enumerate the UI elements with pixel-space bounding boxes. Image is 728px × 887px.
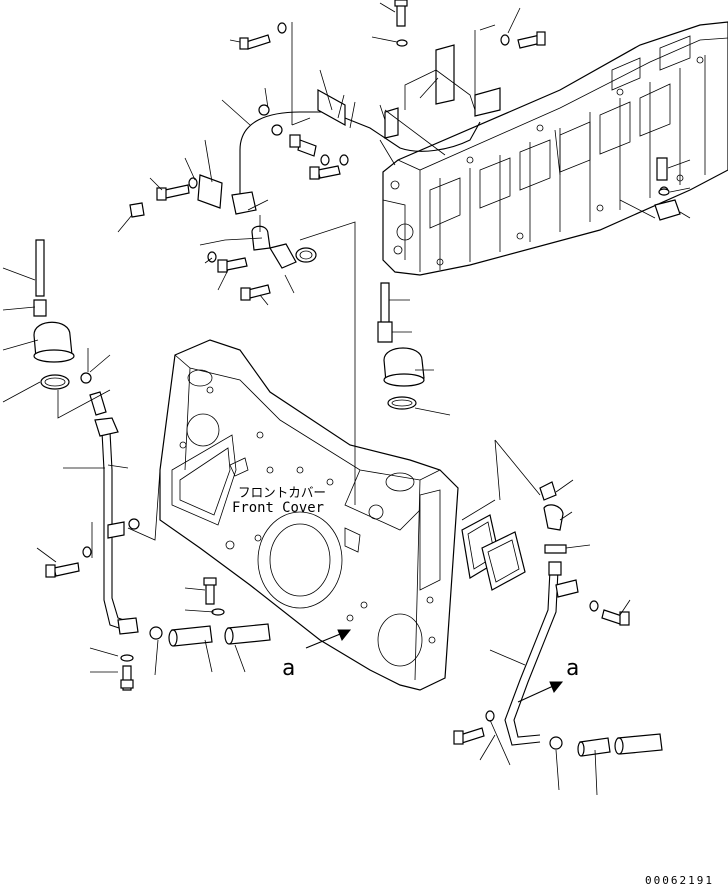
breather-pipe-left: [89, 391, 139, 635]
exhaust-manifold: [382, 21, 728, 276]
breather-cap-left: [33, 239, 92, 390]
hoses: [149, 623, 663, 757]
gasket-plates: [461, 514, 526, 591]
bolts-and-washers: [45, 0, 670, 745]
front-cover-label-jp: フロントカバー: [238, 486, 326, 501]
drawing-number: 00062191: [645, 874, 714, 887]
front-cover: [159, 339, 459, 691]
breather-pipe-right: [504, 481, 579, 746]
front-cover-label-en: Front Cover: [232, 500, 324, 516]
leader-lines: [2, 2, 691, 796]
view-marker-arrows: [305, 629, 564, 703]
view-marker-right: a: [566, 656, 579, 681]
breather-cap-right: [377, 282, 425, 410]
view-marker-left: a: [282, 656, 295, 681]
